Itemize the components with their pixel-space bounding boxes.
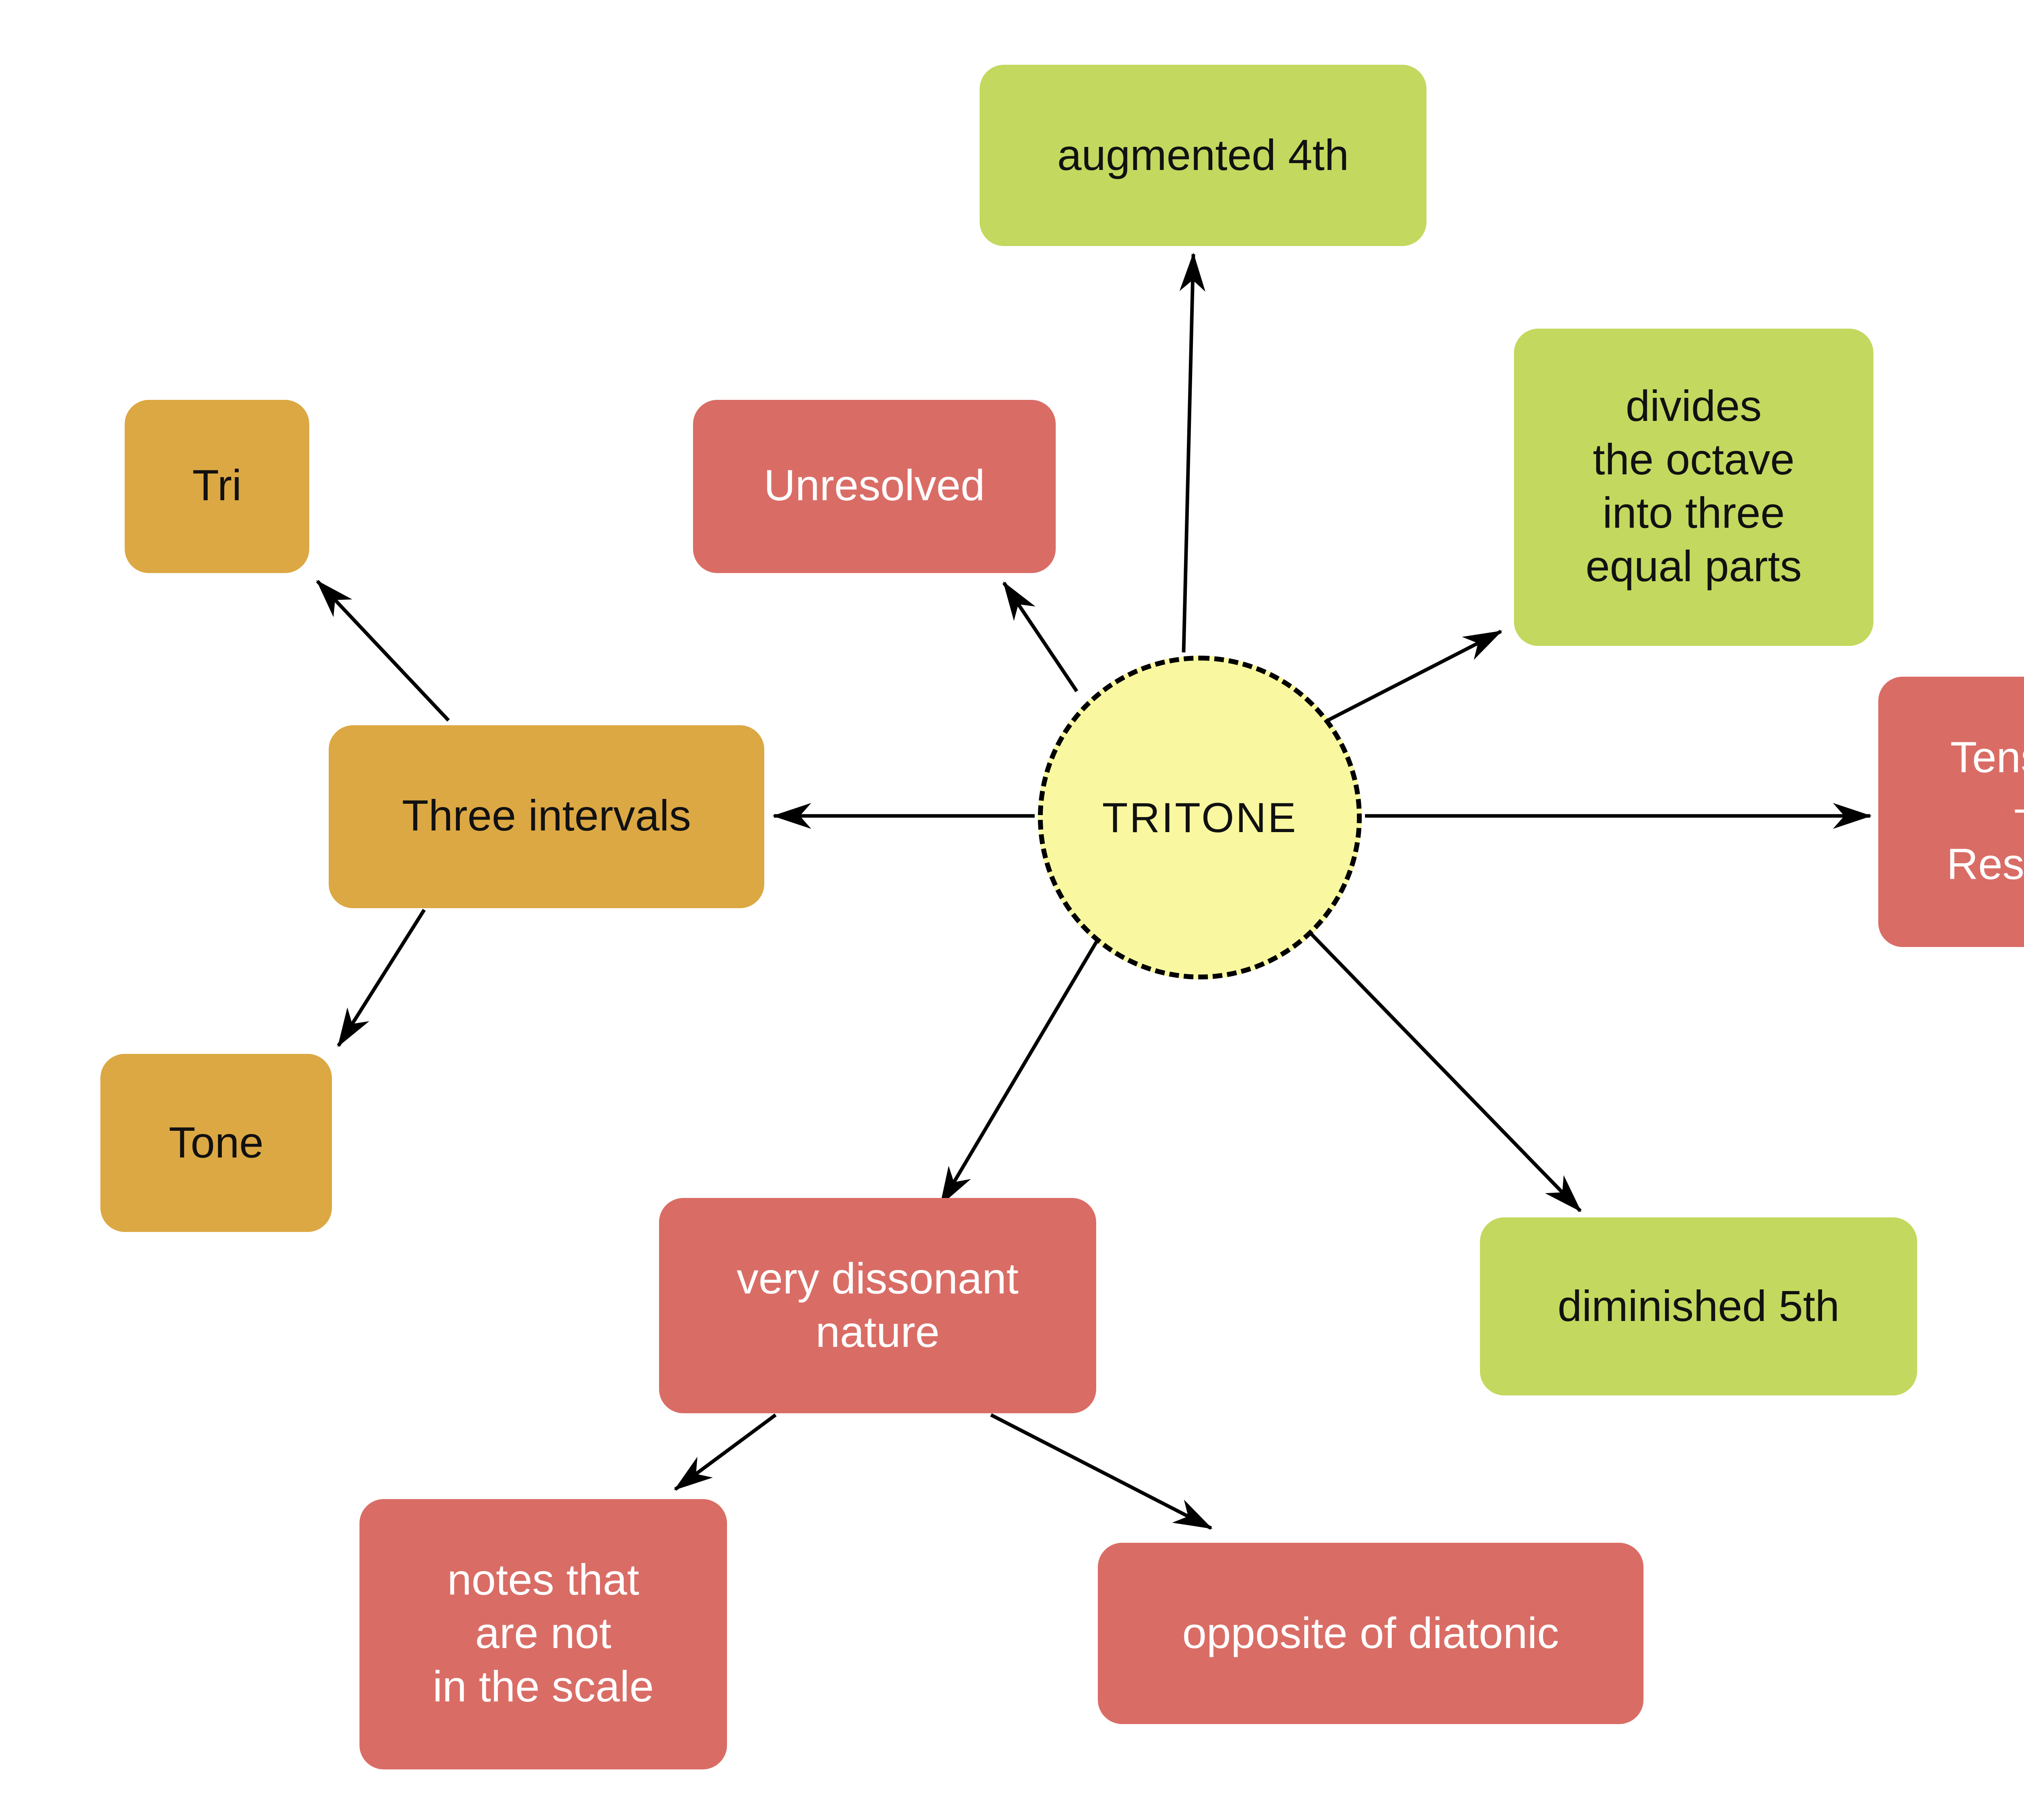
- edge-tritone-diminished-5th: [1303, 926, 1582, 1213]
- node-notes-not-in-scale[interactable]: notes that are not in the scale: [359, 1499, 727, 1769]
- node-label: Tri: [192, 461, 242, 510]
- node-label: Three intervals: [402, 792, 691, 841]
- node-divides-octave[interactable]: divides the octave into three equal part…: [1514, 329, 1873, 646]
- edge-tritone-very-dissonant: [939, 933, 1103, 1206]
- edge-tritone-divides-octave: [1323, 630, 1503, 724]
- edge-tritone-unresolved: [1002, 581, 1078, 692]
- node-label: divides the octave into three equal part…: [1585, 382, 1802, 591]
- node-label: diminished 5th: [1557, 1281, 1840, 1330]
- node-tension-resolve[interactable]: Tension + Resolve: [1878, 677, 2024, 947]
- center-node-label: TRITONE: [1102, 792, 1298, 841]
- edge-very-dissonant-notes: [674, 1413, 777, 1491]
- node-label: Unresolved: [763, 461, 985, 510]
- node-tone[interactable]: Tone: [100, 1054, 332, 1232]
- node-three-intervals[interactable]: Three intervals: [329, 725, 764, 908]
- node-very-dissonant[interactable]: very dissonant nature: [659, 1198, 1096, 1413]
- edge-very-dissonant-opposite: [990, 1413, 1213, 1530]
- node-unresolved[interactable]: Unresolved: [693, 400, 1056, 573]
- edge-three-intervals-tone: [337, 909, 426, 1047]
- node-label: opposite of diatonic: [1182, 1608, 1559, 1657]
- edge-tritone-augmented-4th: [1179, 253, 1205, 653]
- node-label: Tone: [168, 1118, 264, 1167]
- node-label: Tension + Resolve: [1946, 733, 2024, 889]
- center-node-tritone[interactable]: TRITONE: [1038, 656, 1362, 979]
- node-label: notes that are not in the scale: [432, 1556, 654, 1711]
- node-opposite-diatonic[interactable]: opposite of diatonic: [1098, 1543, 1643, 1724]
- node-label: very dissonant nature: [736, 1254, 1019, 1356]
- node-tri[interactable]: Tri: [125, 400, 309, 573]
- node-augmented-4th[interactable]: augmented 4th: [980, 65, 1427, 246]
- edge-three-intervals-tri: [316, 580, 450, 722]
- node-label: augmented 4th: [1057, 130, 1349, 179]
- node-diminished-5th[interactable]: diminished 5th: [1480, 1217, 1917, 1395]
